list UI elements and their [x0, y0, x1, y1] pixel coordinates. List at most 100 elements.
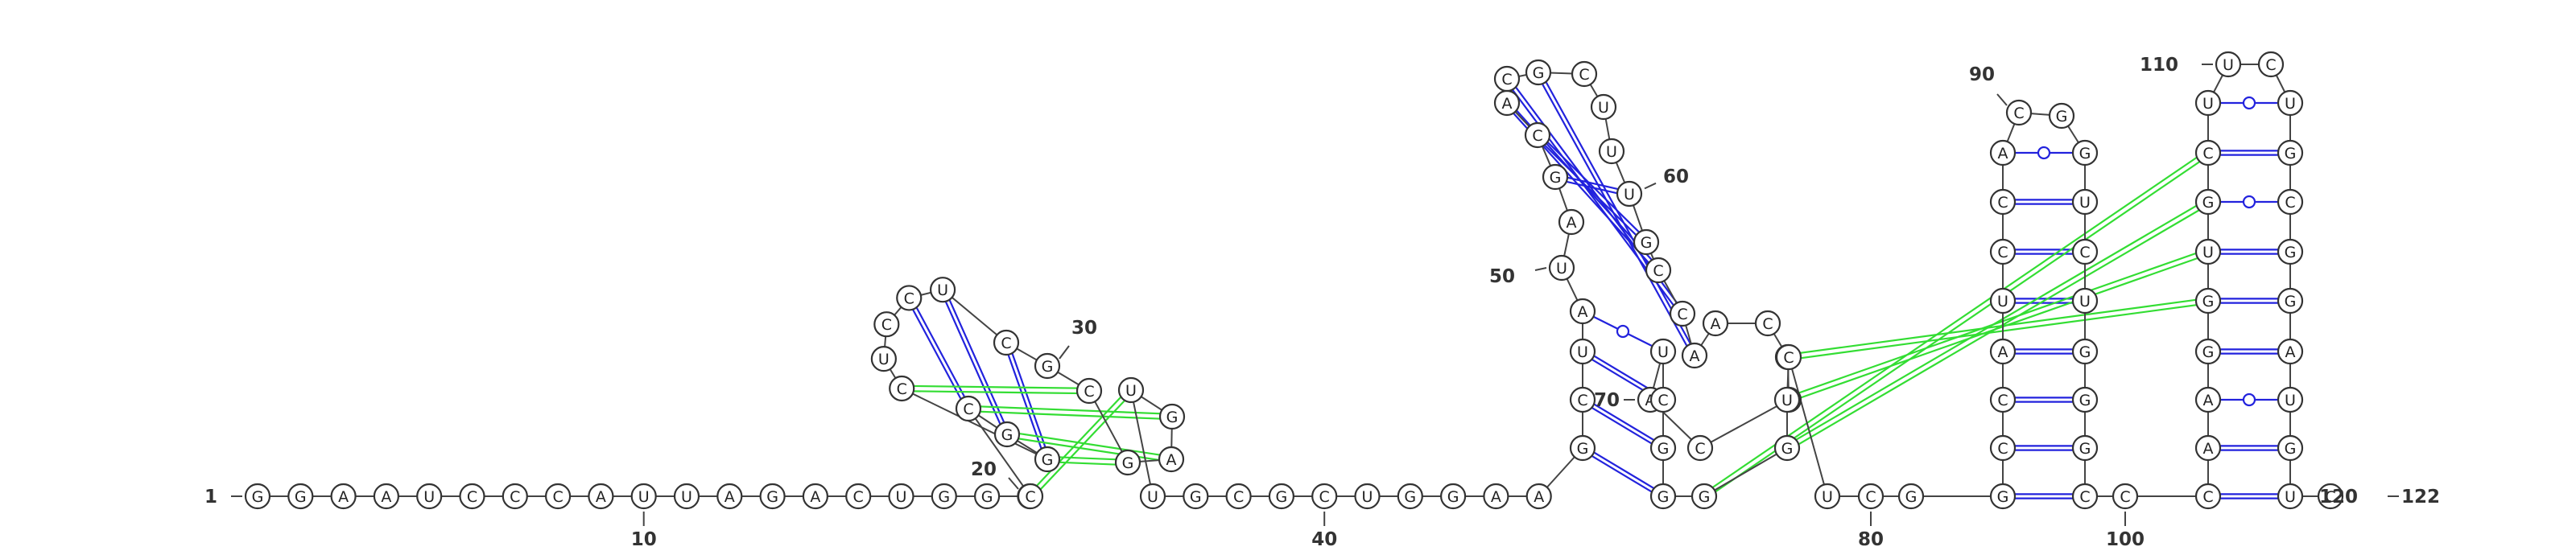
nucleotide-circle — [1989, 287, 2017, 314]
pair-bond-line — [1031, 391, 1134, 499]
position-number: 120 — [2319, 487, 2358, 508]
nucleotide-letter: C — [1865, 488, 1876, 506]
base-pair-pseudoknot — [1788, 297, 2209, 361]
pair-bond-line — [1789, 302, 2209, 361]
nucleotide-circle — [373, 483, 399, 510]
nucleotide-letter: C — [1577, 392, 1587, 409]
nucleotide-circle — [244, 483, 271, 510]
nucleotide-circle — [1989, 386, 2017, 413]
nucleotide-circle — [2112, 483, 2139, 510]
nucleotide-25: U — [870, 346, 897, 372]
nucleotide-letter: C — [904, 290, 914, 307]
nucleotide-letter: G — [295, 488, 307, 506]
pair-bond-line — [1538, 133, 1649, 241]
nucleotide-66: C — [1754, 310, 1781, 337]
nucleotide-circle — [1158, 446, 1185, 473]
nucleotide-circle — [1548, 254, 1575, 282]
nucleotide-circle — [1814, 483, 1841, 510]
base-pair-canonical — [2003, 493, 2085, 499]
nucleotide-circle — [1075, 377, 1103, 405]
nucleotide-circle — [1542, 163, 1569, 191]
nucleotide-circle — [1989, 338, 2017, 365]
position-number: 60 — [1663, 166, 1689, 187]
nucleotide-92: G — [2071, 139, 2099, 166]
nucleotide-letter: G — [2285, 293, 2297, 310]
pair-bond-line — [968, 410, 1172, 421]
nucleotide-circle — [1857, 483, 1885, 510]
position-label-120: 120 — [2306, 487, 2358, 508]
position-number: 110 — [2140, 55, 2178, 76]
base-pair-canonical — [2003, 445, 2085, 451]
nucleotide-circle — [2277, 483, 2304, 510]
base-pair-wobble — [1582, 310, 1664, 352]
backbone-segment — [942, 289, 1007, 343]
nucleotide-59: U — [1598, 138, 1625, 165]
position-number: 1 — [204, 487, 217, 508]
label-tick — [1008, 477, 1019, 490]
nucleotide-letter: A — [810, 488, 820, 506]
nucleotide-letter: C — [1653, 262, 1663, 280]
nucleotide-1: G — [244, 483, 271, 510]
nucleotide-circle — [1034, 446, 1061, 473]
nucleotide-letter: U — [2223, 56, 2234, 74]
nucleotide-letter: C — [853, 488, 864, 506]
nucleotide-circle — [1183, 483, 1209, 510]
nucleotide-105: G — [2194, 287, 2222, 314]
nucleotide-circle — [2317, 483, 2344, 510]
nucleotide-letter: G — [1781, 440, 1794, 458]
nucleotide-circle — [1645, 257, 1672, 284]
nucleotide-letter: G — [2079, 145, 2091, 162]
nucleotide-circle — [1117, 376, 1145, 404]
nucleotide-letter: C — [1695, 440, 1705, 458]
nucleotide-letter: C — [2285, 194, 2295, 212]
nucleotide-60: U — [1616, 180, 1643, 208]
nucleotide-80: C — [1857, 483, 1885, 510]
nucleotide-43: G — [1439, 483, 1467, 510]
nucleotide-circle — [2277, 238, 2304, 265]
nucleotide-98: G — [2071, 434, 2099, 462]
nucleotide-circle — [888, 483, 914, 510]
nucleotide-circle — [2277, 287, 2304, 314]
nucleotide-letter: G — [1657, 488, 1670, 506]
nucleotide-circle — [1139, 483, 1166, 510]
position-number: 40 — [1311, 529, 1337, 550]
nucleotide-letter: C — [1997, 194, 2008, 212]
nucleotide-letter: A — [596, 488, 606, 506]
nucleotide-115: G — [2277, 238, 2304, 265]
nucleotide-letter: G — [2079, 392, 2091, 409]
position-number: 30 — [1071, 318, 1097, 339]
nucleotide-letter: C — [2202, 488, 2213, 506]
nucleotide-3: A — [330, 483, 357, 510]
nucleotide-letter: U — [638, 488, 650, 506]
pair-bond-line — [1581, 401, 1663, 451]
nucleotide-55: C — [1493, 65, 1521, 92]
nucleotide-119: G — [2277, 434, 2304, 462]
nucleotide-letter: U — [2285, 95, 2296, 113]
position-label-100: 100 — [2106, 512, 2145, 550]
nucleotide-100: C — [2112, 483, 2139, 510]
nucleotide-circle — [1649, 434, 1677, 462]
base-pair-canonical — [2208, 445, 2290, 451]
nucleotide-letter: U — [1577, 343, 1588, 361]
nucleotide-89: A — [1989, 139, 2017, 166]
nucleotide-24: C — [889, 375, 915, 402]
nucleotide-79: U — [1814, 483, 1841, 510]
nucleotide-58: U — [1590, 93, 1617, 121]
base-pair-pseudoknot — [1785, 199, 2211, 451]
nucleotide-circle — [2071, 483, 2099, 510]
nucleotide-117: A — [2277, 338, 2304, 365]
nucleotide-95: U — [2071, 287, 2099, 314]
pair-bond-line — [1785, 248, 2208, 399]
base-pair-wobble — [2003, 146, 2085, 160]
pair-bond-line — [1539, 71, 1698, 356]
nucleotide-63: C — [1669, 300, 1696, 327]
nucleotide-circle — [2277, 188, 2304, 216]
nucleotide-letter: G — [2285, 244, 2297, 261]
nucleotide-22: G — [993, 421, 1021, 448]
nucleotide-circle — [2277, 89, 2304, 117]
nucleotide-circle — [1775, 343, 1802, 371]
pair-bond-line — [1007, 430, 1172, 458]
position-label-1: 1 — [204, 487, 242, 508]
pair-bond-line — [1583, 397, 1665, 447]
